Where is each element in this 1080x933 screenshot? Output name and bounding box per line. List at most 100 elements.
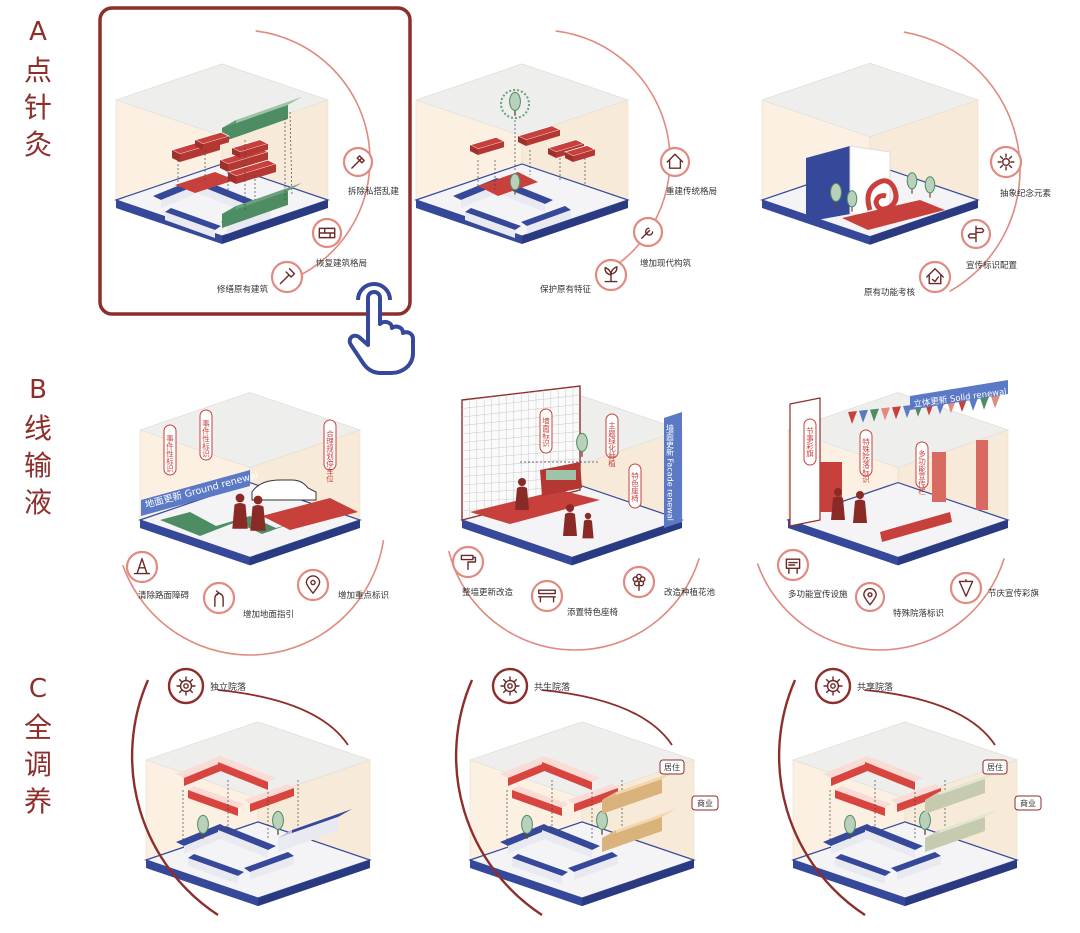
gable-wall [222, 190, 288, 228]
slab-edge-left [140, 520, 250, 566]
gable-roof [602, 771, 676, 800]
row-char-c2: 调 [24, 748, 52, 781]
guide-arc [447, 550, 700, 651]
row-letter-a: A [29, 17, 47, 47]
bench-icon [538, 589, 556, 603]
b1-vertical-tag [163, 424, 177, 476]
house-wall [250, 856, 294, 880]
a1-green-house [222, 182, 302, 228]
house-wall [508, 760, 552, 786]
strategy-badge: 增加现代构筑 [632, 216, 692, 269]
strategy-badge: 修缮原有建筑 [217, 260, 304, 295]
house-wall [865, 762, 915, 790]
b1-vertical-tag [199, 409, 213, 461]
badge-label: 宣传标识配置 [966, 260, 1018, 271]
badge-label: 拆除私搭乱建 [348, 186, 400, 197]
strategy-badge: 改造种植花池 [622, 565, 716, 599]
a2-pavilion-4-side [565, 152, 573, 162]
gable-roof [222, 96, 302, 128]
a1-red-brick-4-side [232, 148, 240, 158]
a3-red-plaza [842, 200, 945, 230]
c-title-text: 共生院落 [534, 681, 570, 693]
slab-edge-right [898, 520, 1008, 566]
house-wall [188, 790, 238, 816]
c-ground-courtyard [500, 824, 618, 884]
c-commercial-house-ground [602, 809, 676, 852]
house-roof [823, 756, 875, 778]
strategy-badge: 重建传统格局 [659, 146, 717, 197]
strategy-badge: 整墙更新改造 [451, 545, 514, 598]
gable-wall [925, 779, 985, 814]
b3-red-board-3 [976, 440, 988, 510]
b3-bunting-flag [958, 399, 967, 412]
a1-red-brick-4-front [240, 143, 268, 158]
house-wall [527, 210, 571, 234]
c-top-arc [217, 689, 349, 746]
house-roof [542, 758, 600, 782]
row-label-c: C 全 调 养 [24, 674, 52, 818]
row-char-a3: 灸 [24, 128, 52, 161]
guide-arc [255, 30, 371, 280]
a2-pavilion-4-front [573, 149, 595, 162]
gable-wall [602, 779, 662, 814]
plant-icon [604, 266, 618, 283]
panel-b2-facade-renewal: 墙面更新 Facade renewal墙面标识主题绿化种植特色座椅整墙更新改造添… [447, 385, 716, 651]
c-ground-courtyard [823, 824, 941, 884]
c-floating-red-courtyard [176, 756, 294, 816]
person-figure [831, 488, 845, 520]
gears-icon [500, 676, 520, 696]
badge-ring [949, 571, 983, 605]
badge-ring [202, 581, 236, 615]
a1-red-brick-5-side [228, 172, 236, 184]
tree-icon [576, 432, 588, 457]
a1-red-brick-3-side [220, 160, 228, 172]
house-wall [835, 858, 885, 884]
c-commercial-house-ground [925, 809, 999, 852]
gable-end [222, 206, 236, 228]
b1-parking-pad [262, 498, 358, 530]
b2-red-bench [470, 490, 600, 524]
strategy-badge: 清除路面障碍 [125, 550, 190, 601]
c-commercial-house-floating [925, 771, 999, 814]
map-pin-icon [863, 587, 877, 606]
house-wall [184, 760, 228, 786]
strategy-badge: 拆除私搭乱建 [342, 146, 400, 197]
b2-vertical-tag [539, 408, 553, 454]
b3-bunting-flag [903, 405, 912, 418]
tree-icon [596, 810, 608, 835]
c-top-arc [864, 689, 996, 746]
tree-icon [509, 91, 521, 116]
slab-edge-right [522, 200, 628, 245]
house-wall [218, 830, 268, 858]
gable-roof [925, 809, 999, 838]
b3-vertical-tag [915, 441, 929, 489]
b1-vertical-tag-text: 合理规划停车位 [325, 429, 334, 483]
gable-end [602, 792, 616, 814]
badge-label: 增加现代构筑 [640, 258, 692, 269]
person-figure [563, 504, 577, 536]
house-wall [831, 828, 875, 854]
b3-bunting-flag [859, 409, 868, 423]
guide-arc [756, 558, 1005, 651]
b1-vertical-tag-text: 事件性标识 [165, 434, 174, 474]
slab-edge-right [258, 860, 370, 907]
row-letter-c: C [29, 674, 47, 704]
gable-wall [278, 817, 338, 852]
person-figure [232, 493, 248, 529]
direction-arrow-icon [214, 590, 224, 607]
house-roof [865, 826, 923, 850]
person-figure [515, 478, 529, 510]
house-wall [195, 184, 245, 212]
b3-bunting-flag [980, 396, 989, 410]
badge-label: 恢复建筑格局 [316, 258, 367, 269]
panel-b1-ground-renewal: 地面更新 Ground renewal事件性标识事件性标识合理规划停车位清除路面… [122, 392, 389, 656]
house-roof [500, 824, 552, 846]
slab-edge-right [572, 520, 682, 566]
c-title-text: 独立院落 [210, 681, 246, 693]
slab-edge-left [793, 860, 905, 907]
b3-bunting-flag [892, 406, 901, 420]
strategy-badge: 恢复建筑格局 [311, 217, 367, 269]
location-pin-icon [305, 575, 321, 594]
